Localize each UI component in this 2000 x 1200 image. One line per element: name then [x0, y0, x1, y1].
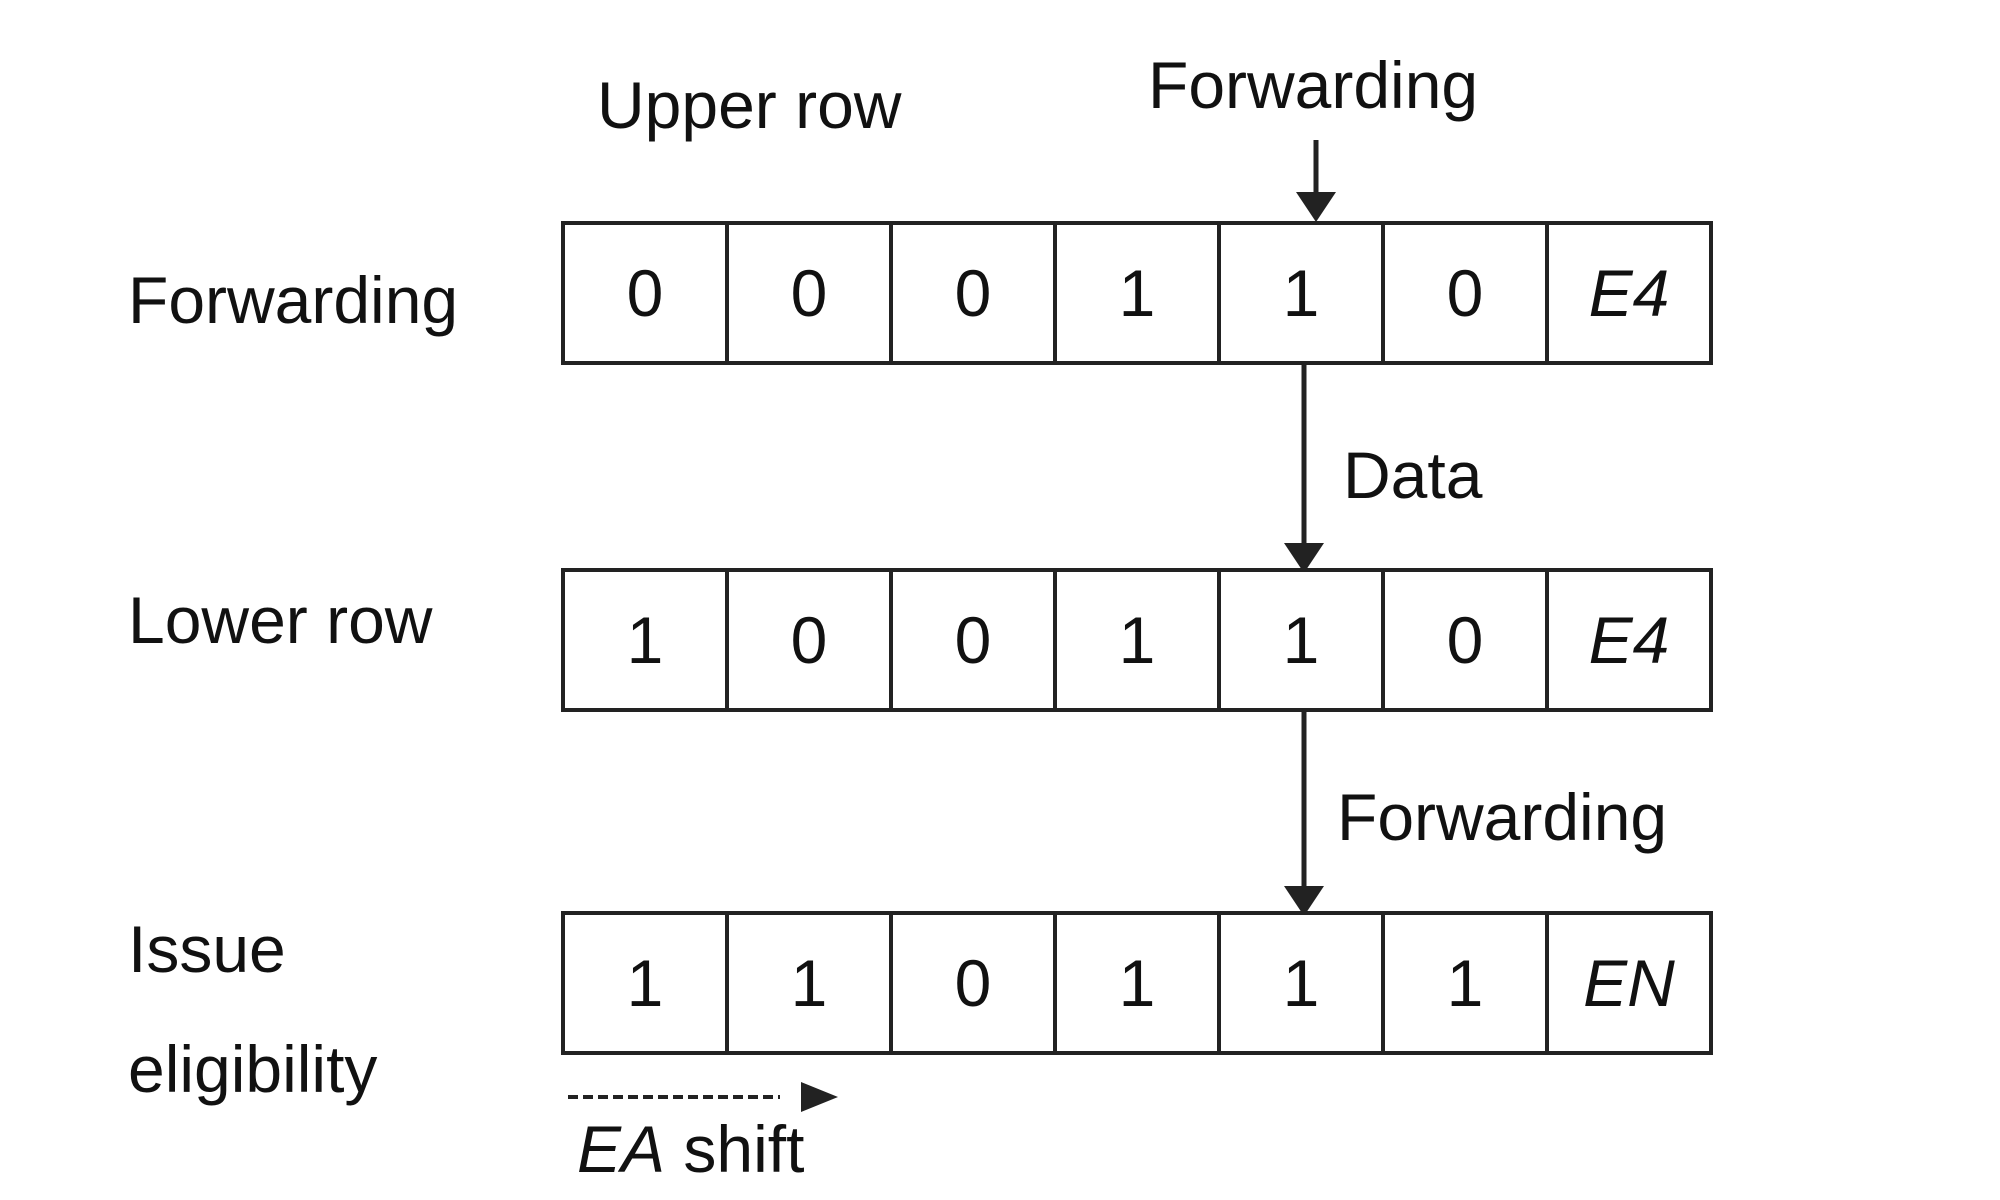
cell-value: 0 [955, 256, 992, 330]
cell [561, 911, 729, 1055]
cell [1053, 568, 1221, 712]
cell-value: 1 [1119, 603, 1156, 677]
cell-value: 1 [627, 603, 664, 677]
cell-value: 0 [627, 256, 664, 330]
ea-shift-label-rest: shift [665, 1112, 804, 1186]
cell-value: 1 [1447, 946, 1484, 1020]
cell-tag-value: EN [1583, 946, 1675, 1020]
row-label-issue: Issue [128, 912, 286, 986]
ea-shift-label-italic: EA [577, 1112, 665, 1186]
cell [1381, 911, 1549, 1055]
row-lower: 1 0 0 1 1 0 E4 [561, 568, 1713, 712]
cell-value: 0 [791, 256, 828, 330]
cell [889, 568, 1057, 712]
cell-value: 1 [791, 946, 828, 1020]
cell-value: 0 [791, 603, 828, 677]
cell-value: 0 [1447, 603, 1484, 677]
forwarding-top-label: Forwarding [1148, 48, 1478, 122]
cell [1053, 911, 1221, 1055]
cell-value: 0 [955, 603, 992, 677]
data-label: Data [1343, 438, 1483, 512]
row-forwarding: 0 0 0 1 1 0 E4 [561, 221, 1713, 365]
cell-tag [1545, 221, 1713, 365]
cell-value: 0 [955, 946, 992, 1020]
cell-value: 1 [627, 946, 664, 1020]
cell-value: 1 [1283, 256, 1320, 330]
row-label-lower-row: Lower row [128, 583, 433, 657]
row-label-eligibility: eligibility [128, 1032, 377, 1106]
cell [889, 221, 1057, 365]
forwarding-bottom-label: Forwarding [1337, 780, 1667, 854]
cell-value: 1 [1283, 603, 1320, 677]
upper-row-label: Upper row [597, 68, 902, 142]
row-label-forwarding: Forwarding [128, 263, 458, 337]
cell-value: 0 [1447, 256, 1484, 330]
cell [725, 568, 893, 712]
cell [725, 911, 893, 1055]
cell-tag [1545, 911, 1713, 1055]
cell [1217, 568, 1385, 712]
ea-shift-label: EA shift [577, 1112, 804, 1186]
cell-tag-value: E4 [1589, 603, 1670, 677]
cell [1381, 568, 1549, 712]
ea-shift-arrow [568, 1082, 838, 1112]
cell-tag [1545, 568, 1713, 712]
cell-value: 1 [1119, 256, 1156, 330]
forwarding-out-arrow [1284, 710, 1324, 916]
cell [1217, 911, 1385, 1055]
cell [725, 221, 893, 365]
forwarding-in-arrow [1296, 140, 1336, 222]
cell-value: 1 [1119, 946, 1156, 1020]
row-issue-eligibility: 1 1 0 1 1 1 EN [561, 911, 1713, 1055]
cell-value: 1 [1283, 946, 1320, 1020]
cell-tag-value: E4 [1589, 256, 1670, 330]
cell [561, 568, 729, 712]
data-arrow [1284, 363, 1324, 573]
